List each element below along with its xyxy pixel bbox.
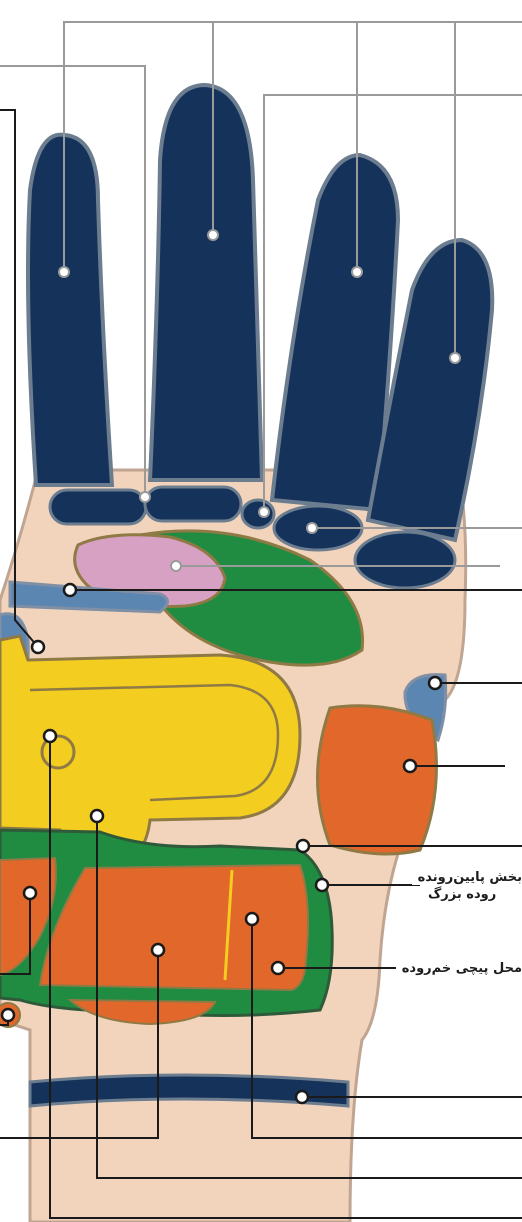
marker-green-top: [297, 840, 309, 852]
marker-little-base: [140, 492, 150, 502]
marker-small-node: [259, 507, 269, 517]
zone-index-base: [355, 532, 455, 588]
label-ileocecal: محل پیچی خم‌روده: [396, 961, 522, 976]
marker-yellow-lower: [91, 810, 103, 822]
marker-little-finger: [59, 267, 69, 277]
marker-orange-dot: [2, 1009, 14, 1021]
label-descending-colon-line1: بخش پایین‌رونده: [412, 870, 522, 885]
marker-pink: [171, 561, 181, 571]
marker-yellow-node: [44, 730, 56, 742]
marker-orange-center: [246, 913, 258, 925]
marker-descending-colon: [316, 879, 328, 891]
zone-orange-center: [40, 865, 308, 990]
marker-middle-finger: [352, 267, 362, 277]
leader-little-finger: [64, 22, 522, 272]
finger-ring: [150, 85, 262, 480]
marker-orange-right: [404, 760, 416, 772]
label-descending-colon-line2: روده بزرگ: [428, 887, 496, 902]
marker-ileocecal: [272, 962, 284, 974]
marker-ring-finger: [208, 230, 218, 240]
marker-blue-strip: [64, 584, 76, 596]
marker-orange-bottom: [152, 944, 164, 956]
zone-ring-base: [145, 487, 241, 521]
marker-green-left: [24, 887, 36, 899]
zone-little-base: [50, 490, 146, 524]
finger-little: [28, 135, 112, 485]
marker-index-finger: [450, 353, 460, 363]
marker-middle-base: [307, 523, 317, 533]
marker-wrist: [296, 1091, 308, 1103]
marker-liver: [32, 641, 44, 653]
zone-orange-right: [318, 706, 437, 854]
fingers: [28, 85, 492, 540]
marker-blue-right: [429, 677, 441, 689]
